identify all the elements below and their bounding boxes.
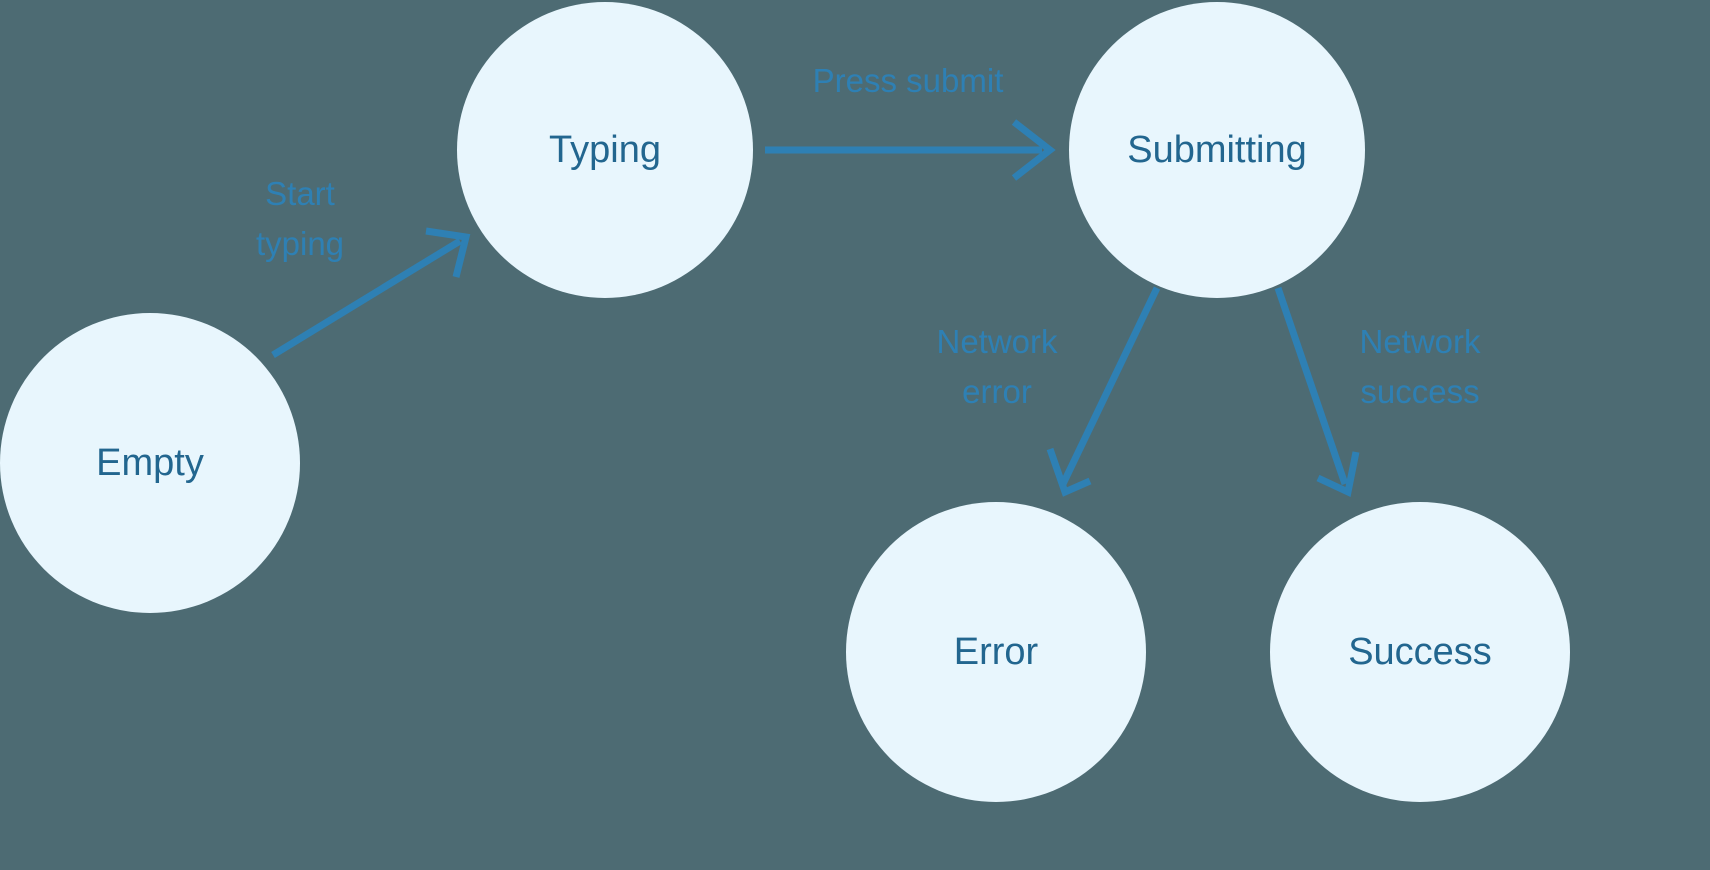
edge-submitting-to-error-arrowhead (1046, 447, 1092, 497)
node-typing-label: Typing (549, 129, 661, 171)
node-success-label: Success (1348, 631, 1492, 673)
edge-submitting-to-success-line (1274, 286, 1349, 486)
edge-empty-to-typing (271, 227, 471, 358)
edge-label-network-success-line1: Network (1359, 323, 1481, 360)
edge-label-network-error: Network error (936, 323, 1058, 410)
edge-label-start-typing-line1: Start (265, 175, 335, 212)
node-submitting[interactable]: Submitting (1069, 2, 1365, 298)
edge-label-network-success: Network success (1359, 323, 1481, 410)
edge-label-press-submit: Press submit (813, 62, 1004, 99)
node-success[interactable]: Success (1270, 502, 1570, 802)
edge-submitting-to-error (1046, 286, 1161, 497)
node-typing-circle[interactable] (457, 2, 753, 298)
edge-empty-to-typing-arrowhead (425, 227, 471, 278)
node-success-circle[interactable] (1270, 502, 1570, 802)
edge-label-start-typing: Start typing (256, 175, 344, 262)
node-error[interactable]: Error (846, 502, 1146, 802)
node-submitting-circle[interactable] (1069, 2, 1365, 298)
edge-typing-to-submitting-arrowhead (1011, 119, 1056, 181)
edge-submitting-to-error-line (1059, 286, 1161, 486)
edge-submitting-to-success-arrowhead (1316, 451, 1360, 498)
node-empty[interactable]: Empty (0, 313, 300, 613)
edge-label-press-submit-line1: Press submit (813, 62, 1004, 99)
edge-label-network-error-line1: Network (936, 323, 1058, 360)
node-empty-label: Empty (96, 442, 204, 484)
node-empty-circle[interactable] (0, 313, 300, 613)
node-error-label: Error (954, 631, 1039, 673)
edge-label-start-typing-line2: typing (256, 225, 344, 262)
node-error-circle[interactable] (846, 502, 1146, 802)
edge-typing-to-submitting (765, 119, 1056, 181)
node-typing[interactable]: Typing (457, 2, 753, 298)
edge-label-network-success-line2: success (1360, 373, 1479, 410)
edge-empty-to-typing-line (271, 238, 462, 358)
node-submitting-label: Submitting (1127, 129, 1307, 171)
edge-label-network-error-line2: error (962, 373, 1032, 410)
edge-submitting-to-success (1274, 286, 1360, 498)
